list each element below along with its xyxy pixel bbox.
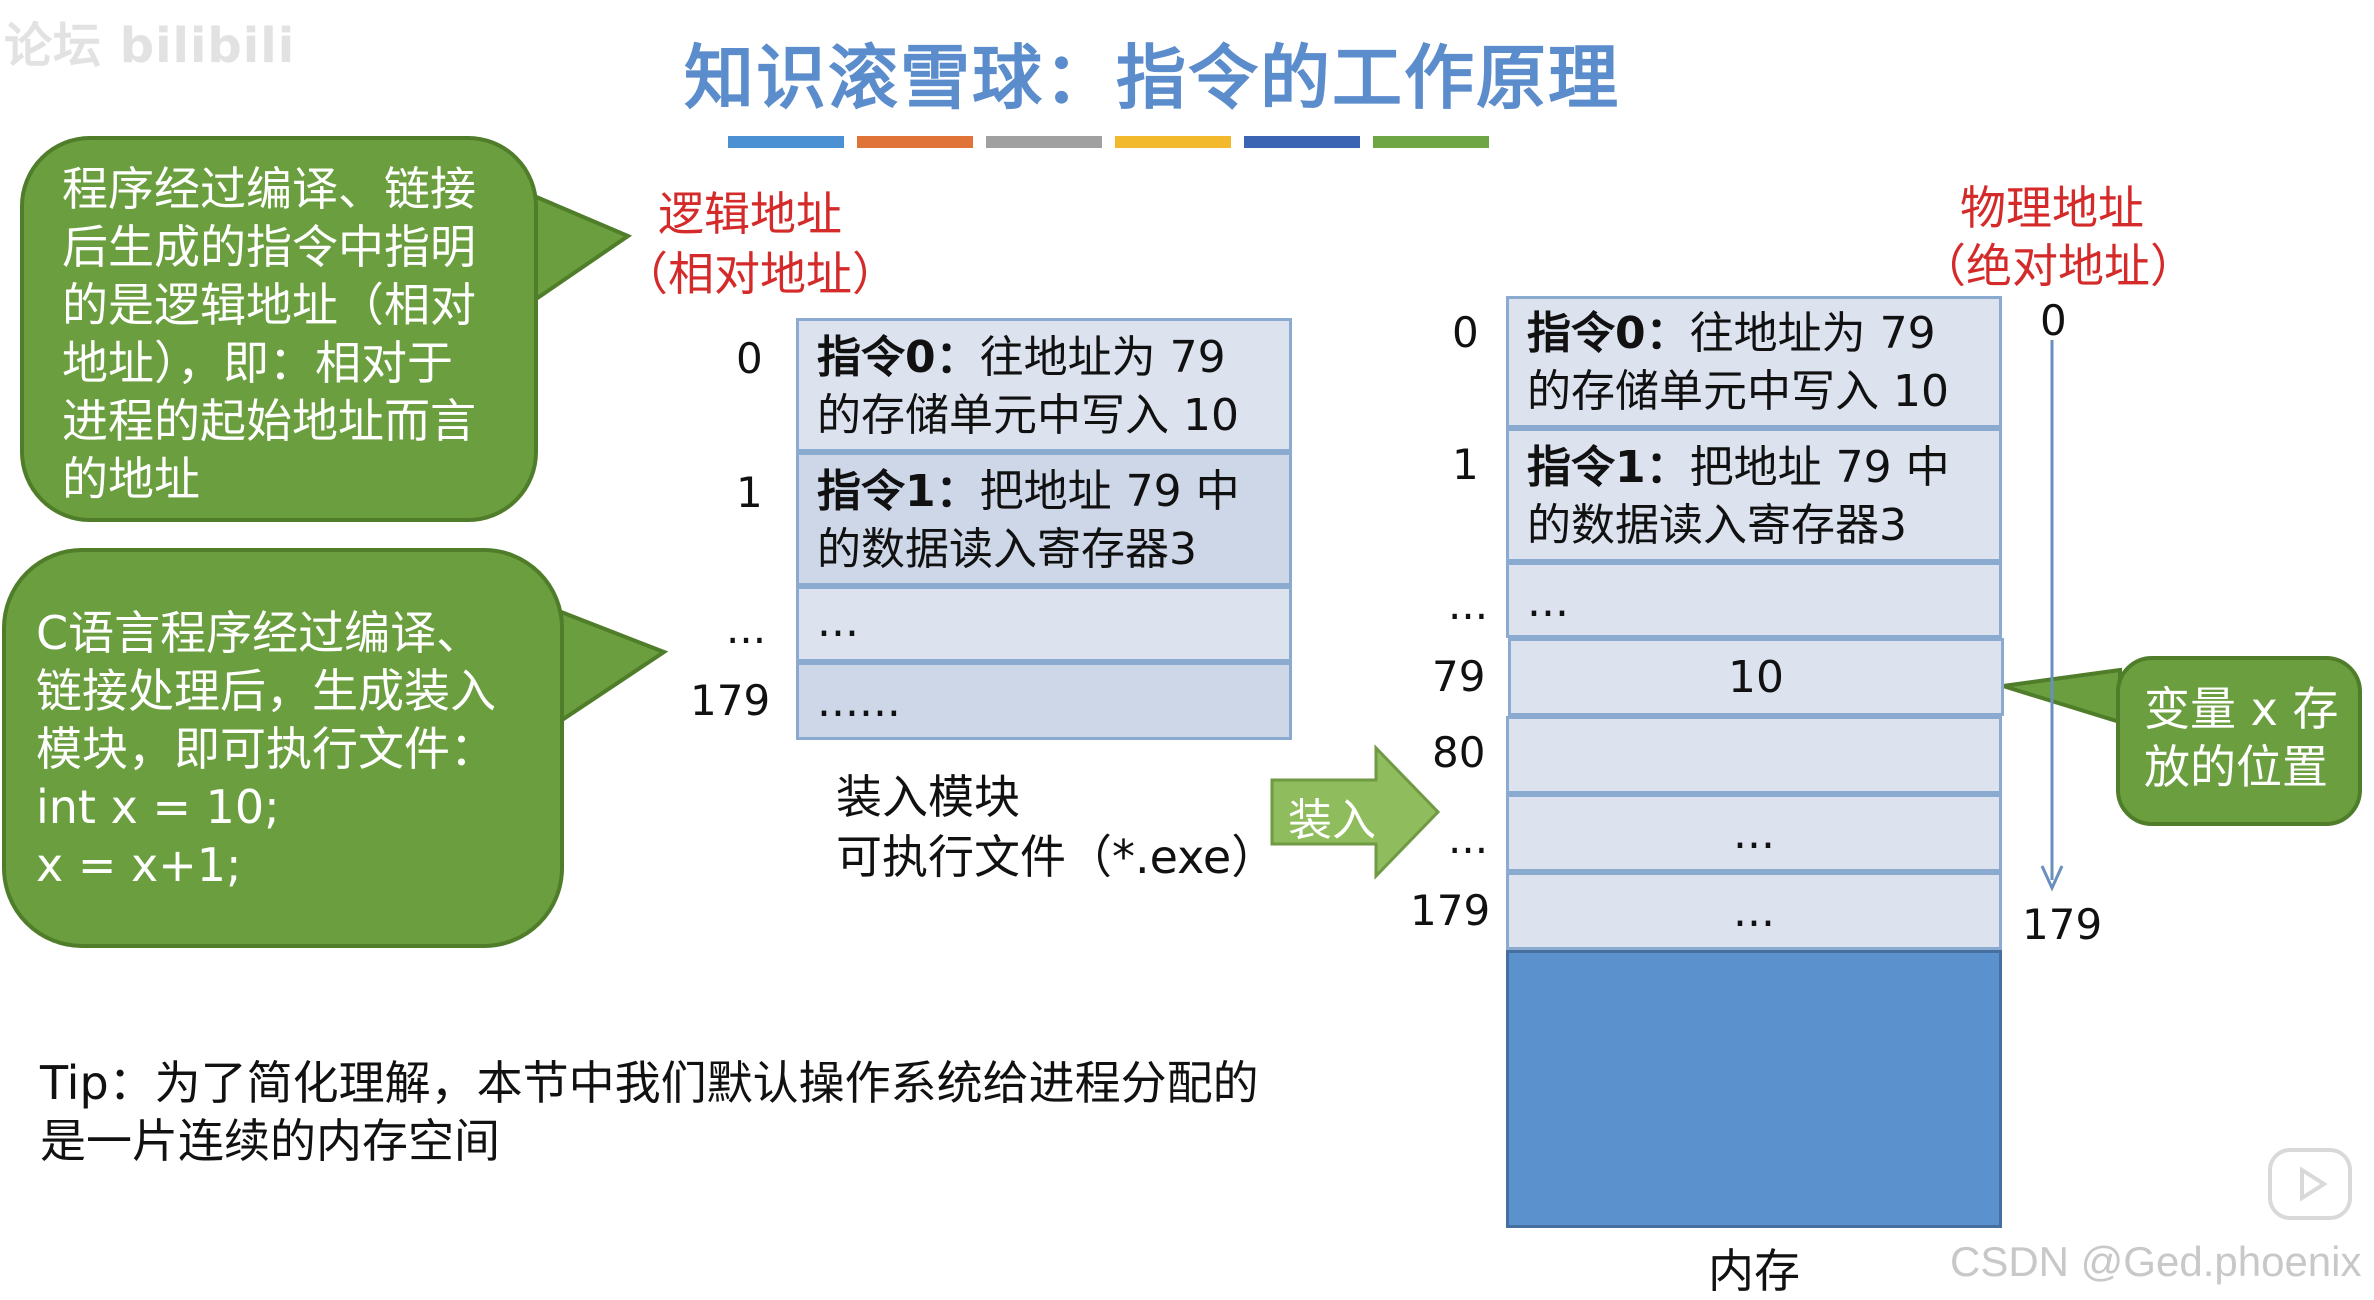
code-line: x = x+1; — [36, 838, 242, 892]
logical-cell-179: ...... — [796, 662, 1292, 740]
callout-line: 进程的起始地址而言 — [62, 394, 476, 448]
logical-cell-ellipsis: ... — [796, 586, 1292, 662]
logical-cell-instruction-1: 指令1：把地址 79 中 的数据读入寄存器3 — [796, 452, 1292, 586]
instruction-text: 的数据读入寄存器3 — [817, 524, 1197, 575]
bubble3-pointer — [2002, 667, 2122, 725]
instruction-text: 的存储单元中写入 10 — [1527, 366, 1949, 417]
load-module-callout: C语言程序经过编译、 链接处理后，生成装入 模块，即可执行文件： int x =… — [2, 548, 564, 948]
logical-address-ellipsis: ... — [726, 604, 767, 653]
slide-title: 知识滚雪球：指令的工作原理 — [684, 37, 1620, 119]
instruction-label: 指令0： — [817, 332, 980, 383]
callout-line: 的地址 — [62, 452, 200, 506]
memory-cell-ellipsis-2: ... — [1506, 794, 2002, 872]
memory-cell-instruction-1: 指令1：把地址 79 中 的数据读入寄存器3 — [1506, 428, 2002, 562]
range-end-label: 179 — [2022, 900, 2103, 949]
cell-text: ... — [1733, 808, 1775, 859]
load-module-caption: 装入模块 — [836, 770, 1020, 824]
physical-address-179: 179 — [1410, 886, 1491, 935]
physical-address-79: 79 — [1432, 652, 1486, 701]
load-arrow-shape — [1270, 744, 1441, 880]
code-line: int x = 10; — [36, 780, 280, 834]
instruction-text: 把地址 79 中 — [1689, 442, 1950, 493]
title-underline-navy — [1244, 136, 1360, 148]
callout-line: 链接处理后，生成装入 — [36, 664, 496, 718]
callout-line: 程序经过编译、链接 — [62, 162, 476, 216]
instruction-label: 指令1： — [1527, 442, 1690, 493]
callout-line: 放的位置 — [2144, 740, 2328, 794]
physical-address-ellipsis-1: ... — [1448, 580, 1489, 629]
instruction-text: 的数据读入寄存器3 — [1527, 500, 1907, 551]
title-underline-yellow — [1115, 136, 1231, 148]
instruction-text: 把地址 79 中 — [979, 466, 1240, 517]
callout-line: 模块，即可执行文件： — [36, 722, 496, 776]
logical-address-179: 179 — [690, 676, 771, 725]
callout-line: C语言程序经过编译、 — [36, 606, 483, 660]
title-underline-gray — [986, 136, 1102, 148]
memory-cell-79-variable-x: 10 — [1508, 638, 2004, 716]
logical-address-label: 逻辑地址 — [658, 187, 842, 241]
range-start-label: 0 — [2040, 296, 2067, 345]
title-underline-green — [1373, 136, 1489, 148]
logical-address-0: 0 — [736, 334, 763, 383]
instruction-text: 往地址为 79 — [1689, 308, 1936, 359]
physical-address-label: 物理地址 — [1960, 181, 2144, 235]
address-range-arrowhead — [2040, 865, 2064, 892]
physical-address-0: 0 — [1452, 308, 1479, 357]
cell-text: ... — [1733, 886, 1775, 937]
relative-address-label: （相对地址） — [622, 247, 898, 301]
tip-line-2: 是一片连续的内存空间 — [40, 1114, 500, 1168]
executable-file-caption: 可执行文件（*.exe） — [836, 830, 1278, 884]
cell-text: ... — [817, 596, 859, 647]
callout-line: 变量 x 存 — [2144, 682, 2339, 736]
tip-line-1: Tip：为了简化理解，本节中我们默认操作系统给进程分配的 — [40, 1056, 1259, 1110]
instruction-text: 往地址为 79 — [979, 332, 1226, 383]
instruction-label: 指令0： — [1527, 308, 1690, 359]
bubble2-pointer — [554, 607, 669, 728]
callout-line: 后生成的指令中指明 — [62, 220, 476, 274]
absolute-address-label: （绝对地址） — [1920, 239, 2196, 293]
variable-x-location-callout: 变量 x 存 放的位置 — [2116, 656, 2362, 826]
title-underline-orange — [857, 136, 973, 148]
load-arrow-label: 装入 — [1288, 795, 1376, 846]
memory-cell-instruction-0: 指令0：往地址为 79 的存储单元中写入 10 — [1506, 296, 2002, 428]
memory-cell-179: ... — [1506, 872, 2002, 950]
bilibili-watermark: 论坛 bilibili — [4, 18, 296, 74]
memory-cell-80 — [1506, 716, 2002, 794]
instruction-label: 指令1： — [817, 466, 980, 517]
video-play-icon[interactable] — [2268, 1148, 2352, 1220]
physical-address-1: 1 — [1452, 440, 1479, 489]
physical-address-80: 80 — [1432, 728, 1486, 777]
cell-text: ...... — [817, 676, 901, 727]
logical-cell-instruction-0: 指令0：往地址为 79 的存储单元中写入 10 — [796, 318, 1292, 452]
cell-text: ... — [1527, 576, 1569, 627]
csdn-watermark: CSDN @Ged.phoenix — [1950, 1238, 2362, 1285]
memory-label: 内存 — [1708, 1244, 1800, 1298]
physical-address-ellipsis-2: ... — [1448, 814, 1489, 863]
play-triangle-icon — [2300, 1166, 2328, 1202]
callout-line: 的是逻辑地址（相对 — [62, 278, 476, 332]
logical-address-1: 1 — [736, 468, 763, 517]
title-underline-blue — [728, 136, 844, 148]
memory-cell-ellipsis: ... — [1506, 562, 2002, 638]
callout-line: 地址），即：相对于 — [62, 336, 453, 390]
instruction-text: 的存储单元中写入 10 — [817, 390, 1239, 441]
memory-free-space — [1506, 950, 2002, 1228]
logical-address-callout: 程序经过编译、链接 后生成的指令中指明 的是逻辑地址（相对 地址），即：相对于 … — [20, 136, 538, 522]
cell-value: 10 — [1728, 652, 1784, 703]
